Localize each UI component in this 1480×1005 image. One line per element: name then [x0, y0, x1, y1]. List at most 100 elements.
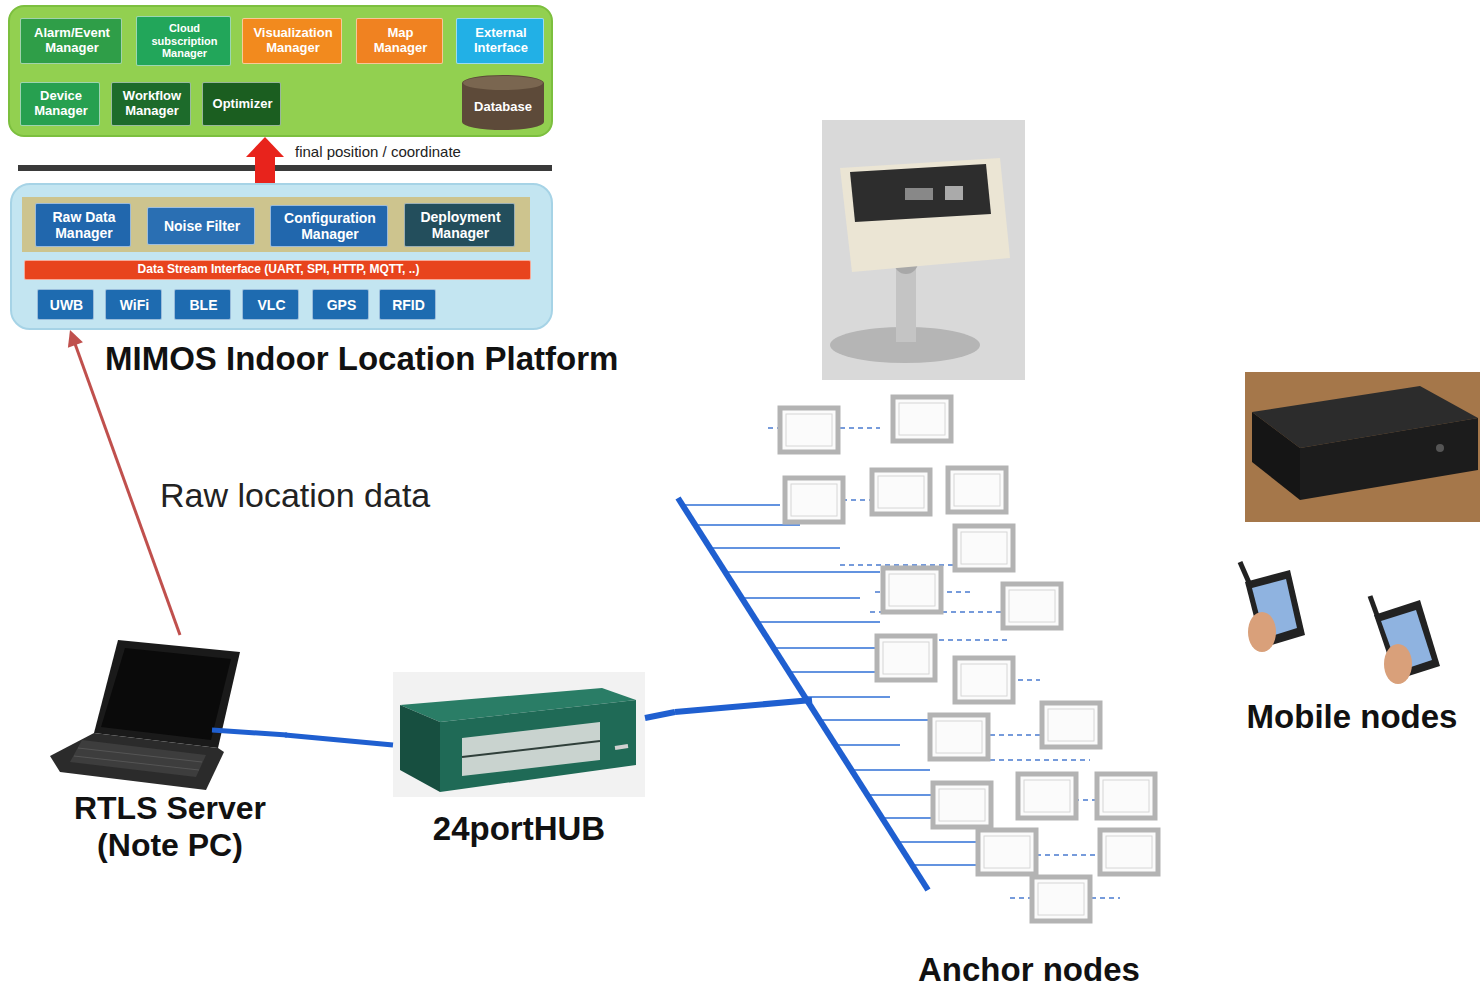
anchor-unit — [1003, 584, 1061, 628]
anchor-unit-face — [1009, 590, 1055, 622]
anchor-unit-face — [1048, 709, 1094, 741]
anchor-unit-face — [961, 532, 1007, 564]
box-label: Optimizer — [206, 97, 279, 112]
anchor-unit-face — [1038, 883, 1084, 915]
anchor-unit — [930, 715, 988, 759]
node-label: Mobile nodes — [1228, 698, 1476, 736]
box-label: Cloud subscription Manager — [140, 22, 229, 60]
radio-link — [990, 759, 1090, 761]
arrowhead — [68, 330, 83, 348]
anchor-group: Anchor nodes — [675, 395, 1170, 1000]
arrowhead — [246, 137, 284, 157]
anchor-unit-face — [786, 414, 832, 446]
protocol-box: VLC — [242, 289, 299, 320]
anchor-unit-face — [939, 789, 985, 821]
anchor-unit — [978, 830, 1036, 874]
cylinder-body — [462, 75, 544, 130]
box-label: BLE — [178, 296, 229, 312]
photo-ground — [1245, 372, 1480, 522]
box-label: Database — [465, 99, 541, 114]
port-divider — [462, 741, 600, 757]
connector — [645, 712, 675, 718]
module-box: Optimizer — [202, 82, 281, 126]
protocol-box: GPS — [312, 289, 369, 320]
handheld-devices — [1240, 562, 1440, 684]
box-label: Noise Filter — [151, 218, 253, 234]
protocol-box: RFID — [379, 289, 436, 320]
anchor-unit-face — [954, 474, 1000, 506]
anchor-wire — [682, 504, 780, 506]
node-label: 24portHUB — [393, 810, 645, 848]
device-face — [850, 164, 991, 222]
anchor-unit — [933, 783, 991, 827]
anchor-wire — [789, 671, 880, 673]
application-layer-panel: Alarm/Event ManagerCloud subscription Ma… — [8, 5, 553, 137]
bus-feed — [675, 700, 812, 712]
server-node: RTLS Server (Note PC) — [55, 635, 285, 880]
anchor-unit — [948, 468, 1006, 512]
module-box: Noise Filter — [147, 207, 255, 245]
serial-port — [905, 188, 933, 200]
device-housing — [840, 158, 1010, 272]
module-box: External Interface — [456, 18, 544, 64]
hub-front — [440, 700, 636, 792]
anchor-network — [675, 397, 1158, 921]
photo-ground — [393, 672, 645, 797]
laptop-base — [50, 733, 224, 790]
node-label: MIMOS Indoor Location Platform — [105, 340, 618, 378]
anchor-unit-face — [1103, 780, 1149, 812]
anchor-unit — [955, 526, 1013, 570]
anchor-unit-face — [936, 721, 982, 753]
platform-panel: MIMOS Indoor Location PlatformRaw Data M… — [10, 183, 553, 330]
connector-line — [645, 712, 675, 718]
anchor-unit — [780, 408, 838, 452]
hub-node: 24portHUB — [393, 672, 645, 860]
laptop-picture — [50, 640, 287, 790]
anchor-wire — [725, 571, 880, 573]
box-label: Deployment Manager — [408, 209, 513, 241]
database-cylinder: Database — [462, 75, 544, 130]
connector-line — [255, 156, 275, 183]
anchor-device-photo — [822, 120, 1025, 380]
connector — [285, 735, 393, 745]
anchor-unit-face — [961, 664, 1007, 696]
edge-label: final position / coordinate — [293, 143, 463, 160]
anchor-wire — [710, 547, 840, 549]
box-label: Data Stream Interface (UART, SPI, HTTP, … — [28, 263, 529, 277]
anchor-wire — [867, 794, 935, 796]
photo-ground — [822, 120, 1025, 380]
hand — [1384, 644, 1412, 684]
protocol-box: UWB — [37, 289, 94, 320]
module-box: Configuration Manager — [270, 205, 388, 247]
anchor-wire — [820, 719, 930, 721]
protocol-box: WiFi — [105, 289, 162, 320]
anchor-wire — [757, 621, 880, 623]
anchor-unit — [1032, 877, 1090, 921]
box-label: WiFi — [109, 296, 160, 312]
box-front — [1300, 418, 1478, 500]
layer-divider-bar — [18, 165, 552, 171]
laptop-screen — [101, 648, 231, 740]
anchor-unit — [955, 658, 1013, 702]
keyboard-row — [74, 756, 199, 770]
anchor-unit — [893, 397, 951, 441]
box-label: RFID — [383, 296, 434, 312]
box-label: VLC — [246, 296, 297, 312]
connector — [246, 137, 284, 183]
anchor-unit — [1018, 774, 1076, 818]
node-label: RTLS Server (Note PC) — [55, 790, 285, 864]
keyboard-row — [78, 748, 202, 762]
anchor-unit-face — [791, 484, 837, 516]
anchor-wire — [774, 647, 875, 649]
hub-ports — [462, 722, 600, 776]
protocol-box: BLE — [174, 289, 231, 320]
connector-line — [285, 735, 393, 745]
module-box: Visualization Manager — [242, 18, 342, 64]
box-label: GPS — [316, 296, 367, 312]
anchor-unit-face — [899, 403, 945, 435]
edge-label: Raw location data — [158, 476, 432, 515]
node-label: Anchor nodes — [918, 951, 1140, 989]
box-side — [1252, 412, 1300, 500]
